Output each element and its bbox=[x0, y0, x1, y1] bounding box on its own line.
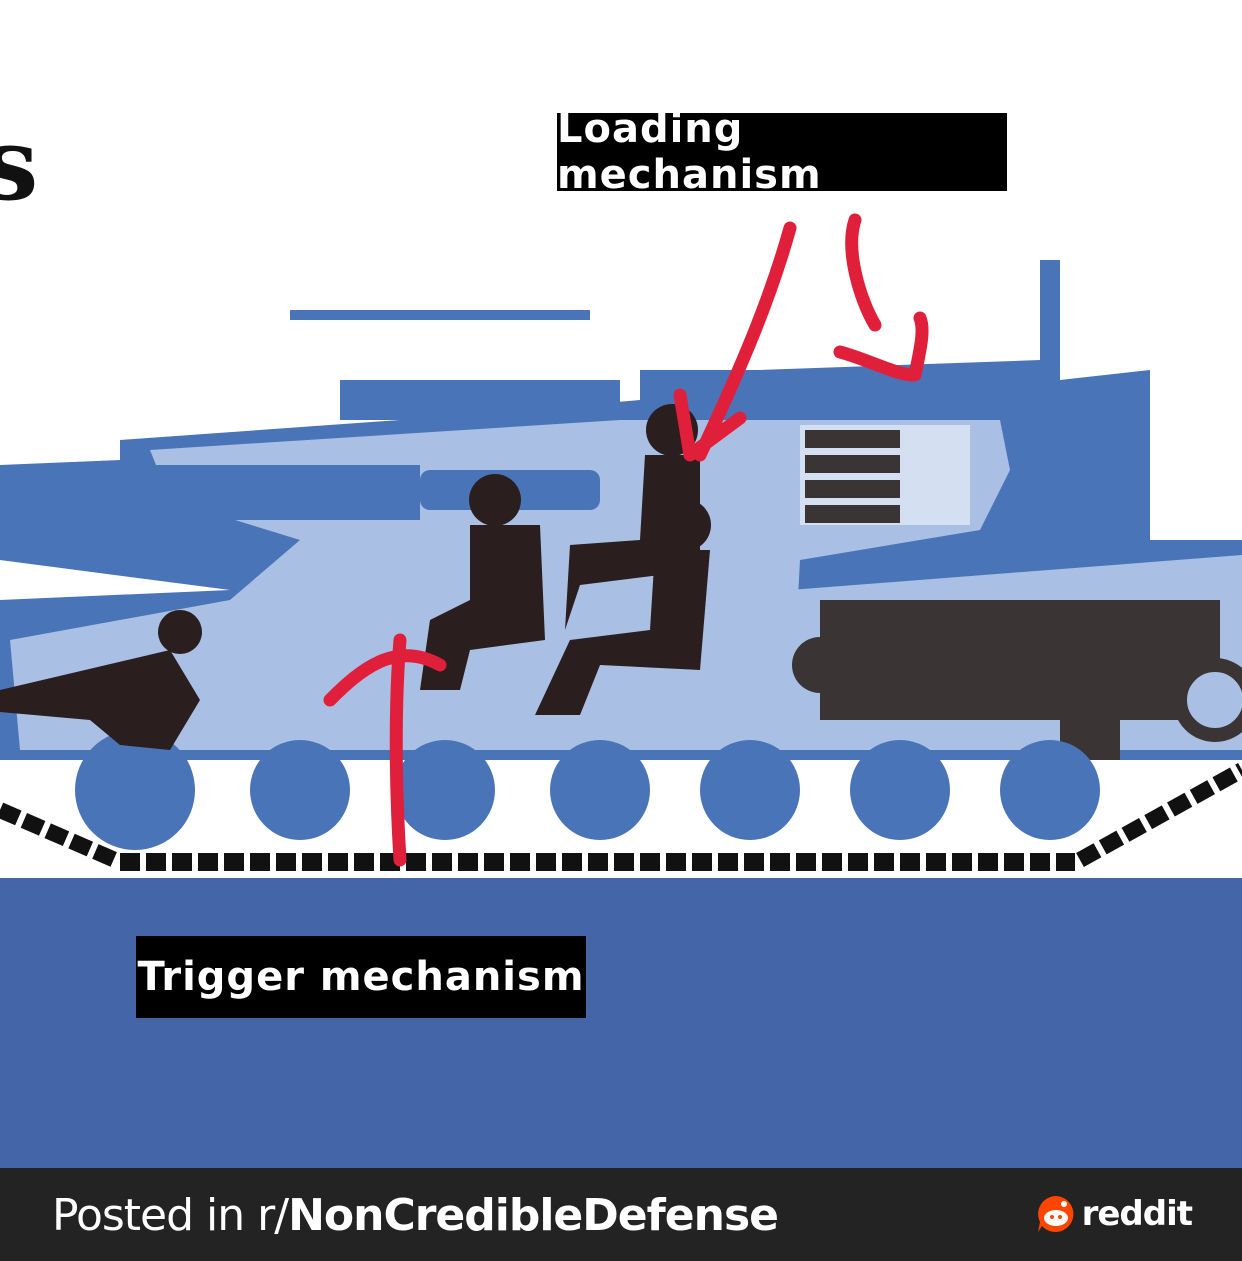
posted-in-text: Posted in r/NonCredibleDefense bbox=[52, 1190, 779, 1241]
subreddit-link[interactable]: NonCredibleDefense bbox=[288, 1190, 779, 1241]
reddit-brand: reddit bbox=[1036, 1194, 1193, 1234]
partial-title-text: s bbox=[0, 105, 39, 223]
reddit-snoo-icon bbox=[1037, 1196, 1073, 1232]
ground bbox=[0, 878, 1242, 1168]
loading-mechanism-label: Loading mechanism bbox=[557, 106, 1007, 198]
footer-bar: Posted in r/NonCredibleDefense reddit bbox=[0, 1168, 1242, 1261]
annotation-arrows bbox=[323, 213, 929, 867]
posted-prefix: Posted in r/ bbox=[52, 1190, 289, 1241]
reddit-wordmark: reddit bbox=[1081, 1194, 1193, 1234]
trigger-mechanism-label: Trigger mechanism bbox=[136, 936, 586, 1018]
tank-diagram bbox=[0, 213, 1242, 1168]
crew-silhouettes bbox=[0, 404, 711, 750]
